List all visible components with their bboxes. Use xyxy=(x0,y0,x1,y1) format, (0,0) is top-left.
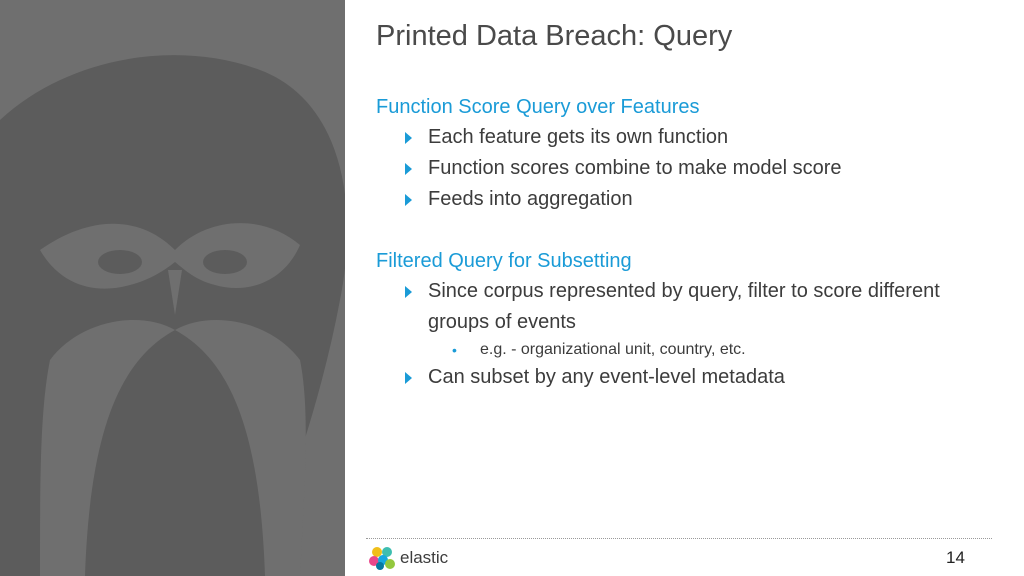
bullet-dot-icon: • xyxy=(452,342,457,358)
bullet-list: Since corpus represented by query, filte… xyxy=(376,276,996,393)
list-item: Each feature gets its own function xyxy=(376,122,996,153)
sub-list-item: •e.g. - organizational unit, country, et… xyxy=(376,338,996,362)
bullet-list: Each feature gets its own function Funct… xyxy=(376,122,996,215)
owl-silhouette-icon xyxy=(0,55,345,576)
slide-content: Function Score Query over Features Each … xyxy=(376,92,996,393)
list-item: Feeds into aggregation xyxy=(376,184,996,215)
list-item: Since corpus represented by query, filte… xyxy=(376,276,968,338)
slide-title: Printed Data Breach: Query xyxy=(376,20,733,52)
footer-logo: elastic xyxy=(368,545,448,571)
section-heading: Filtered Query for Subsetting xyxy=(376,250,632,272)
bullet-arrow-icon xyxy=(405,132,412,144)
section-heading: Function Score Query over Features xyxy=(376,96,700,118)
bullet-arrow-icon xyxy=(405,286,412,298)
bullet-arrow-icon xyxy=(405,163,412,175)
list-item: Function scores combine to make model sc… xyxy=(376,153,996,184)
footer-logo-text: elastic xyxy=(400,548,449,567)
elastic-logo-icon xyxy=(369,547,395,570)
footer-divider xyxy=(366,538,992,539)
page-number: 14 xyxy=(946,548,965,567)
left-decorative-panel xyxy=(0,0,345,576)
bullet-arrow-icon xyxy=(405,372,412,384)
list-item: Can subset by any event-level metadata xyxy=(376,362,996,393)
bullet-arrow-icon xyxy=(405,194,412,206)
